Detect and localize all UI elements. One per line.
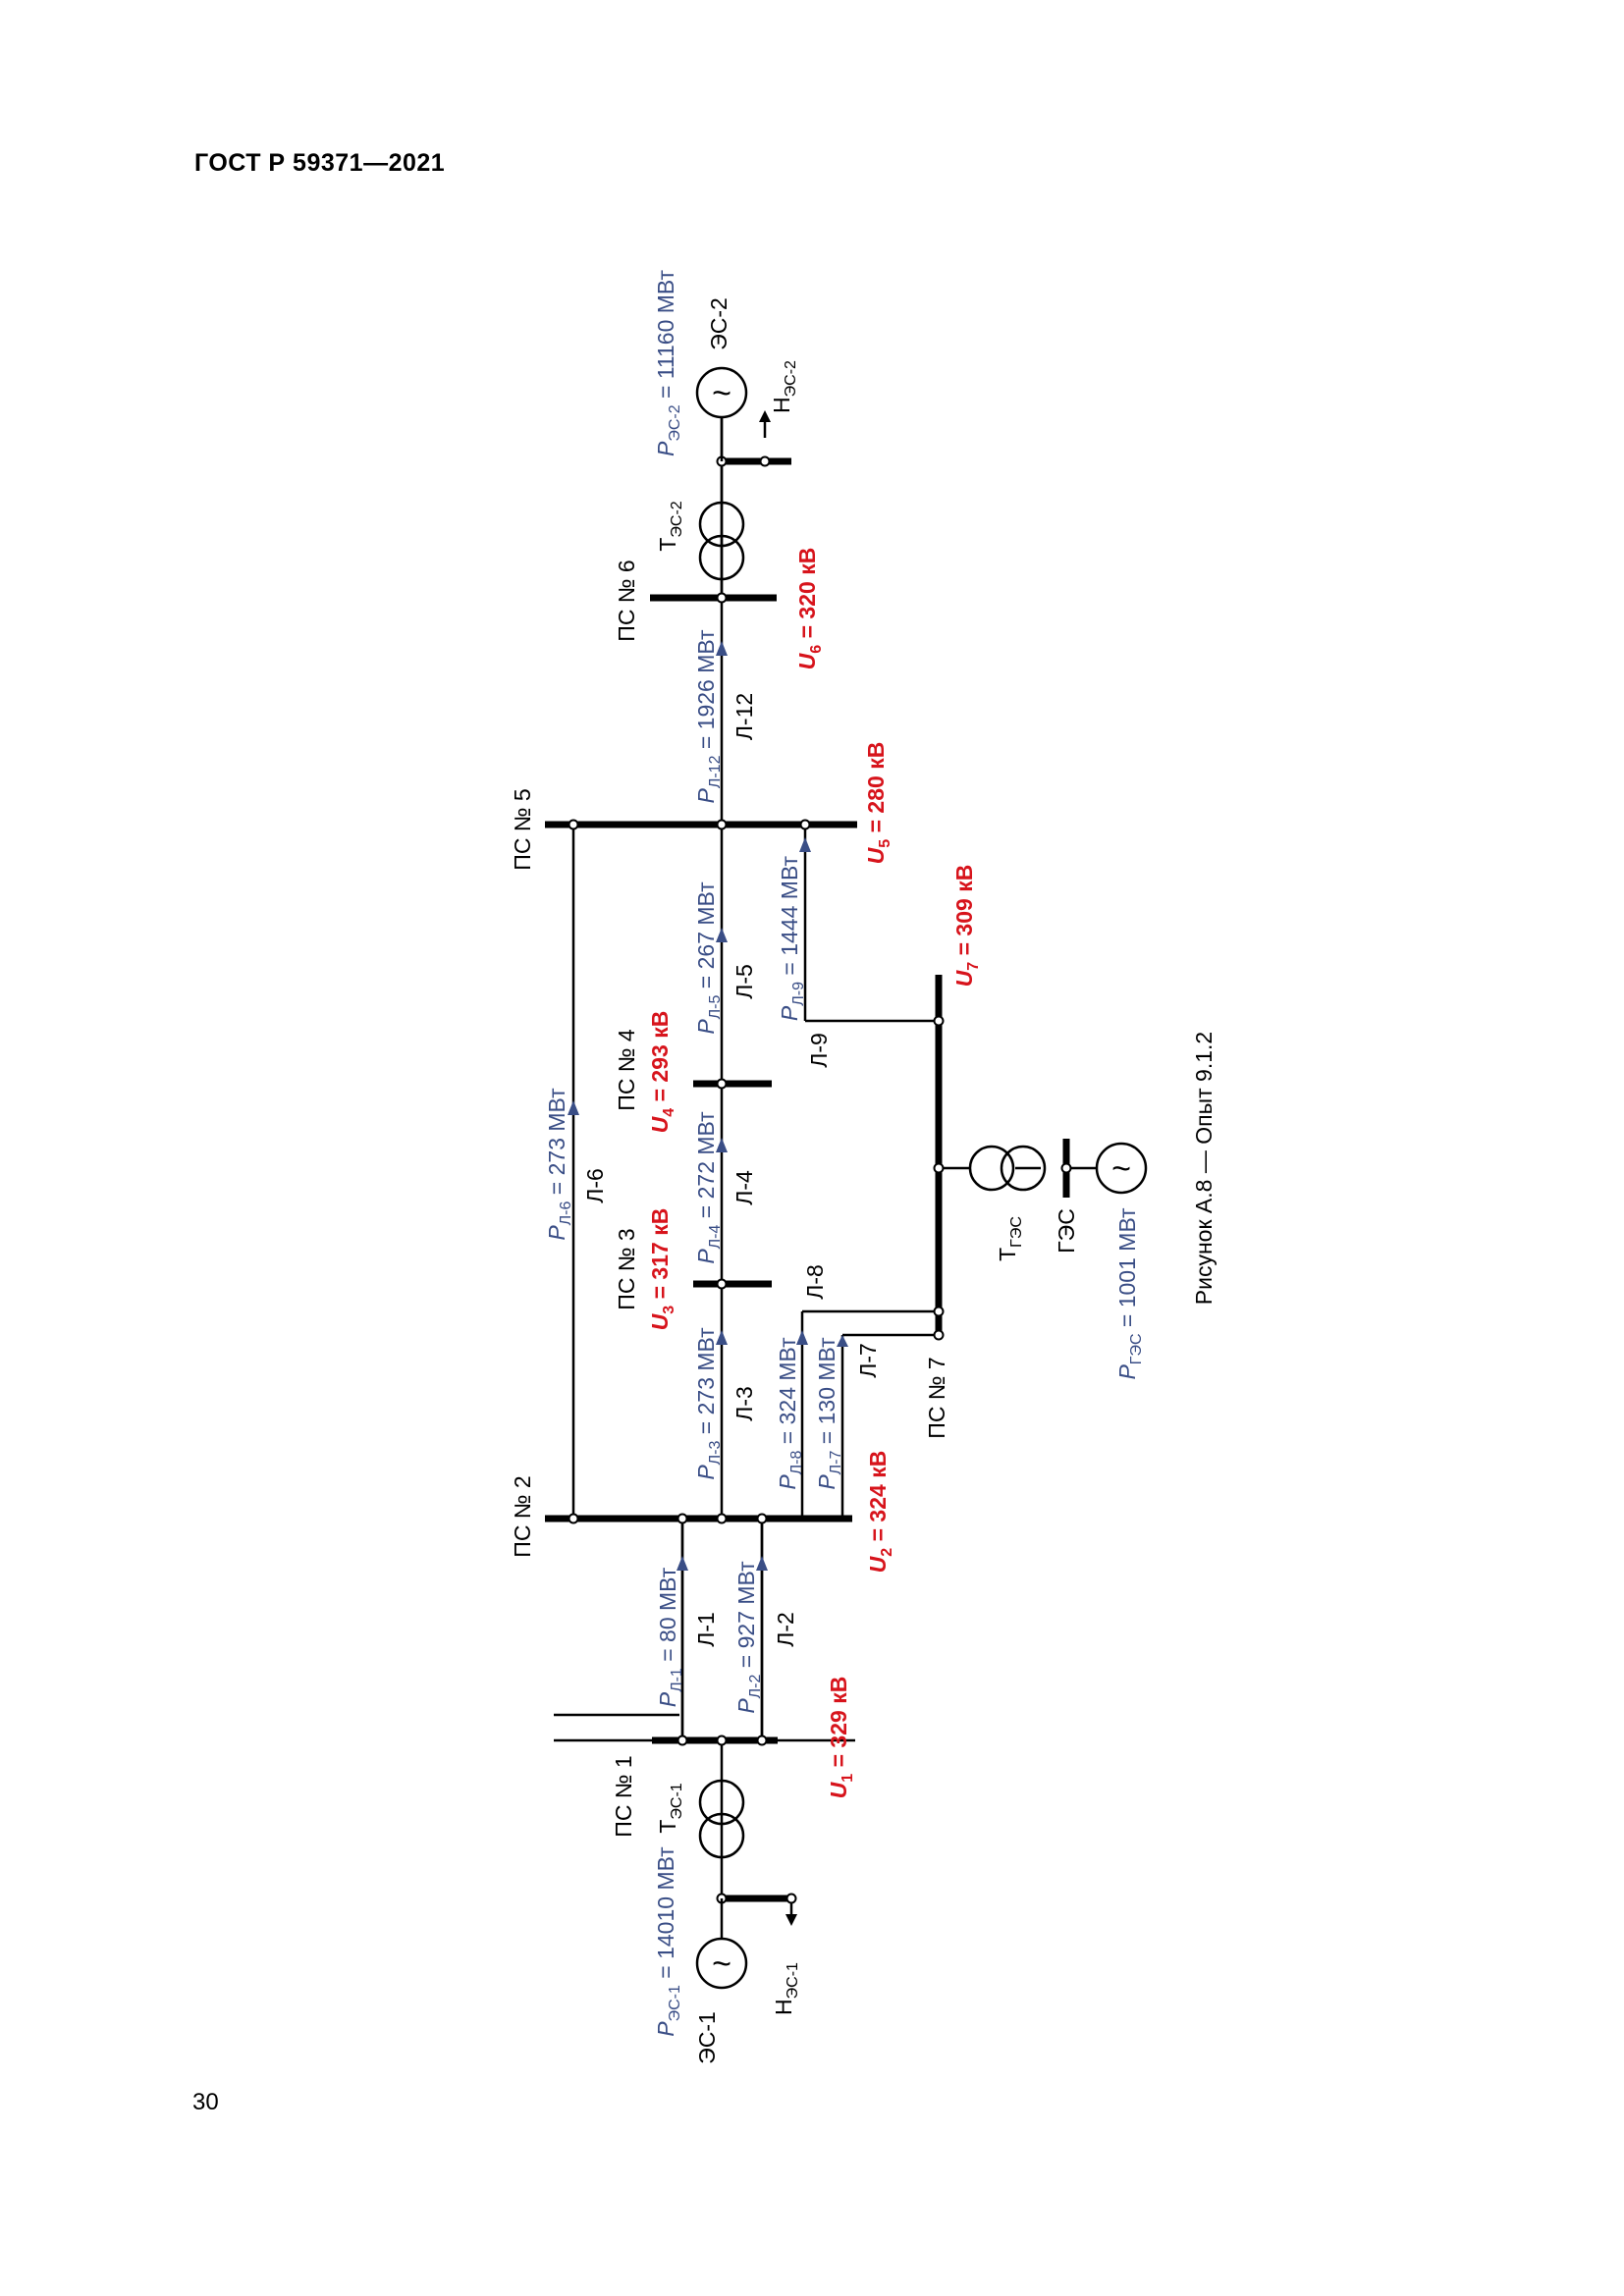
nodes: [568, 455, 1072, 1904]
voltage-u7: U7 = 309 кВ: [951, 865, 982, 988]
flow-arrows: [568, 641, 848, 1571]
label-l8: Л-8: [802, 1264, 828, 1300]
label-ps2: ПС № 2: [510, 1475, 535, 1557]
load-es2-arrow: [759, 410, 771, 422]
label-ps3: ПС № 3: [614, 1228, 639, 1309]
label-n-es2: НЭС-2: [769, 360, 799, 413]
power-l12: PЛ-12 = 1926 МВт: [693, 629, 724, 803]
busbars: [545, 457, 1070, 1902]
transformer-es1: [698, 1779, 745, 1859]
label-t-es1: ТЭС-1: [655, 1783, 685, 1833]
generator-ges: ~: [1095, 1142, 1148, 1195]
voltage-u3: U3 = 317 кВ: [647, 1208, 677, 1331]
label-ps7: ПС № 7: [924, 1357, 949, 1438]
page-number: 30: [192, 2089, 219, 2115]
label-l9: Л-9: [806, 1033, 832, 1068]
power-es2: PЭС-2 = 11160 МВт: [653, 270, 683, 457]
figure-caption: Рисунок А.8 — Опыт 9.1.2: [1191, 1032, 1217, 1305]
label-l5: Л-5: [731, 964, 757, 999]
label-ps6: ПС № 6: [614, 560, 639, 641]
power-l9: PЛ-9 = 1444 МВт: [777, 855, 807, 1021]
voltage-u5: U5 = 280 кВ: [863, 742, 893, 865]
power-l2: PЛ-2 = 927 МВт: [733, 1561, 764, 1714]
voltage-u4: U4 = 293 кВ: [647, 1011, 677, 1134]
power-l3: PЛ-3 = 273 МВт: [693, 1327, 724, 1480]
label-es1: ЭС-1: [694, 2011, 720, 2064]
power-l5: PЛ-5 = 267 МВт: [693, 881, 724, 1035]
connection-lines: [680, 461, 764, 1898]
power-l4: PЛ-4 = 272 МВт: [693, 1111, 724, 1264]
label-l3: Л-3: [731, 1386, 757, 1421]
transformer-es2: [698, 501, 745, 581]
generator-ges-symbol: ~: [1111, 1150, 1131, 1188]
power-l1: PЛ-1 = 80 МВт: [655, 1567, 685, 1707]
label-l4: Л-4: [731, 1170, 757, 1205]
label-ges: ГЭС: [1054, 1208, 1079, 1254]
label-ps4: ПС № 4: [614, 1029, 639, 1111]
label-es2: ЭС-2: [706, 297, 731, 350]
generator-es2-symbol: ~: [712, 375, 731, 412]
power-l7: PЛ-7 = 130 МВт: [814, 1337, 844, 1490]
transformer-ges: [968, 1145, 1047, 1192]
voltage-u1: U1 = 329 кВ: [826, 1677, 856, 1799]
label-l7: Л-7: [855, 1343, 881, 1378]
label-t-es2: ТЭС-2: [655, 501, 685, 551]
generator-es2: ~: [695, 366, 748, 419]
label-l1: Л-1: [693, 1612, 719, 1647]
label-ps5: ПС № 5: [510, 788, 535, 870]
power-l6: PЛ-6 = 273 МВт: [544, 1088, 574, 1241]
document-header: ГОСТ Р 59371—2021: [194, 149, 446, 177]
generator-es1-symbol: ~: [712, 1946, 731, 1983]
voltage-u2: U2 = 324 кВ: [865, 1451, 895, 1574]
label-t-ges: ТГЭС: [995, 1216, 1025, 1261]
generator-es1: ~: [695, 1937, 748, 1990]
power-es1: PЭС-1 = 14010 МВт: [653, 1846, 683, 2037]
label-l12: Л-12: [731, 693, 757, 740]
label-ps1: ПС № 1: [611, 1755, 636, 1837]
power-l8: PЛ-8 = 324 МВт: [775, 1337, 805, 1490]
label-l6: Л-6: [582, 1168, 608, 1203]
label-n-es1: НЭС-1: [771, 1962, 801, 2015]
power-ges: PГЭС = 1001 МВт: [1114, 1207, 1145, 1380]
voltage-u6: U6 = 320 кВ: [794, 548, 825, 670]
load-es1-arrow: [785, 1914, 797, 1926]
label-l2: Л-2: [773, 1612, 798, 1647]
